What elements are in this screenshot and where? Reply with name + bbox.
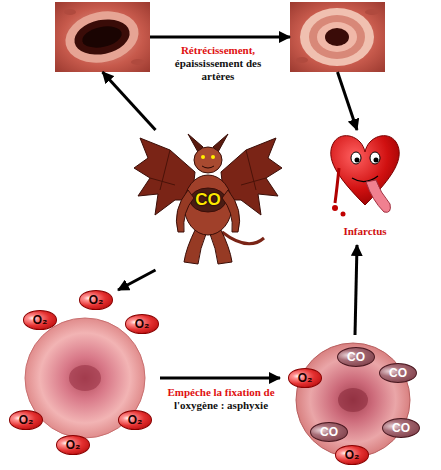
arrow-connector <box>355 245 357 335</box>
node-text: O₂ <box>19 413 34 427</box>
red-blood-cell: O₂ O₂ O₂ O₂ O₂ O₂ <box>10 290 160 460</box>
gargoyle-label: CO <box>133 191 283 209</box>
co-molecule: CO <box>337 347 375 367</box>
arrow-label: Empéche la fixation de l'oxygène : asphy… <box>160 386 282 412</box>
arrow-connector <box>103 72 156 130</box>
co-molecule: CO <box>310 422 348 442</box>
node-text: CO <box>389 366 407 380</box>
node-text: O₂ <box>33 313 48 327</box>
heart-label: Infarctus <box>325 225 405 238</box>
arrow-connector <box>338 72 358 130</box>
co-molecule: CO <box>379 363 417 383</box>
oxygen-molecule: O₂ <box>9 410 44 430</box>
oxygen-molecule: O₂ <box>79 290 114 310</box>
oxygen-molecule: O₂ <box>125 314 160 334</box>
heart-figure: Infarctus <box>325 130 405 245</box>
node-text: O₂ <box>89 293 104 307</box>
artery-narrowed <box>290 2 385 72</box>
oxygen-molecule: O₂ <box>23 310 58 330</box>
artery-image <box>55 2 150 72</box>
arrow-connector <box>150 36 290 39</box>
node-text: O₂ <box>135 317 150 331</box>
arrow-connector <box>118 270 156 290</box>
oxygen-molecule: O₂ <box>335 445 370 465</box>
node-text: O₂ <box>128 413 143 427</box>
artery-wide <box>55 2 150 72</box>
node-text: CO <box>347 350 365 364</box>
oxygen-molecule: O₂ <box>56 435 91 455</box>
node-text: O₂ <box>298 371 313 385</box>
artery-image <box>290 2 385 72</box>
oxygen-molecule: O₂ <box>118 410 153 430</box>
arrow-label: Rétrécissement, épaississement des artèr… <box>168 44 268 83</box>
node-text: CO <box>392 421 410 435</box>
co-gargoyle <box>134 134 282 264</box>
heart-figure <box>331 136 399 217</box>
red-blood-cell <box>296 343 410 457</box>
node-text: O₂ <box>66 438 81 452</box>
arrow-connector <box>160 376 280 379</box>
red-blood-cell: CO CO O₂ CO CO O₂ <box>280 335 430 468</box>
co-molecule: CO <box>382 418 420 438</box>
node-text: O₂ <box>345 448 360 462</box>
node-text: CO <box>320 425 338 439</box>
oxygen-molecule: O₂ <box>288 368 323 388</box>
co-gargoyle: CO <box>133 130 283 270</box>
